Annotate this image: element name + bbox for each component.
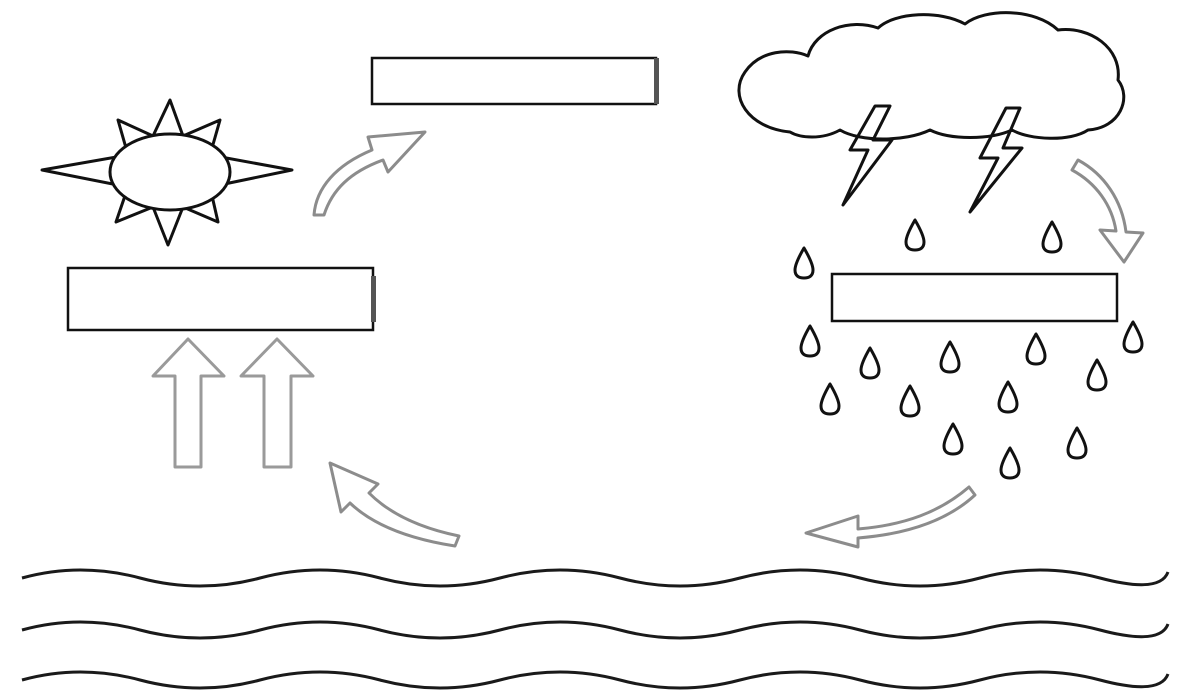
up-arrow-icon [153,339,224,467]
sun-icon [42,100,292,245]
raindrop-icon [906,220,924,250]
raindrop-icon [999,382,1017,412]
raindrop-icon [941,342,959,372]
curved-arrow-precipitation-icon [1072,160,1143,262]
water-waves-icon [22,570,1168,688]
raindrops [795,220,1142,478]
curved-arrow-runoff-icon [806,487,975,547]
raindrop-icon [1088,360,1106,390]
raindrop-icon [1027,334,1045,364]
label-box-top-center[interactable] [372,58,659,104]
raindrop-icon [1001,448,1019,478]
lightning-bolt-icon [970,108,1022,212]
label-box-right-middle[interactable] [832,274,1117,321]
raindrop-icon [801,326,819,356]
raindrop-icon [1124,322,1142,352]
curved-arrow-return-icon [330,463,459,546]
raindrop-icon [1068,428,1086,458]
lightning-bolt-icon [843,106,892,205]
up-arrow-icon [241,339,313,467]
raindrop-icon [1043,222,1061,252]
raindrop-icon [901,386,919,416]
curved-arrow-evaporation-icon [314,132,425,215]
raindrop-icon [795,248,813,278]
label-box-left-middle[interactable] [68,268,376,330]
raindrop-icon [944,424,962,454]
cloud-icon [739,13,1124,139]
raindrop-icon [821,384,839,414]
raindrop-icon [861,348,879,378]
